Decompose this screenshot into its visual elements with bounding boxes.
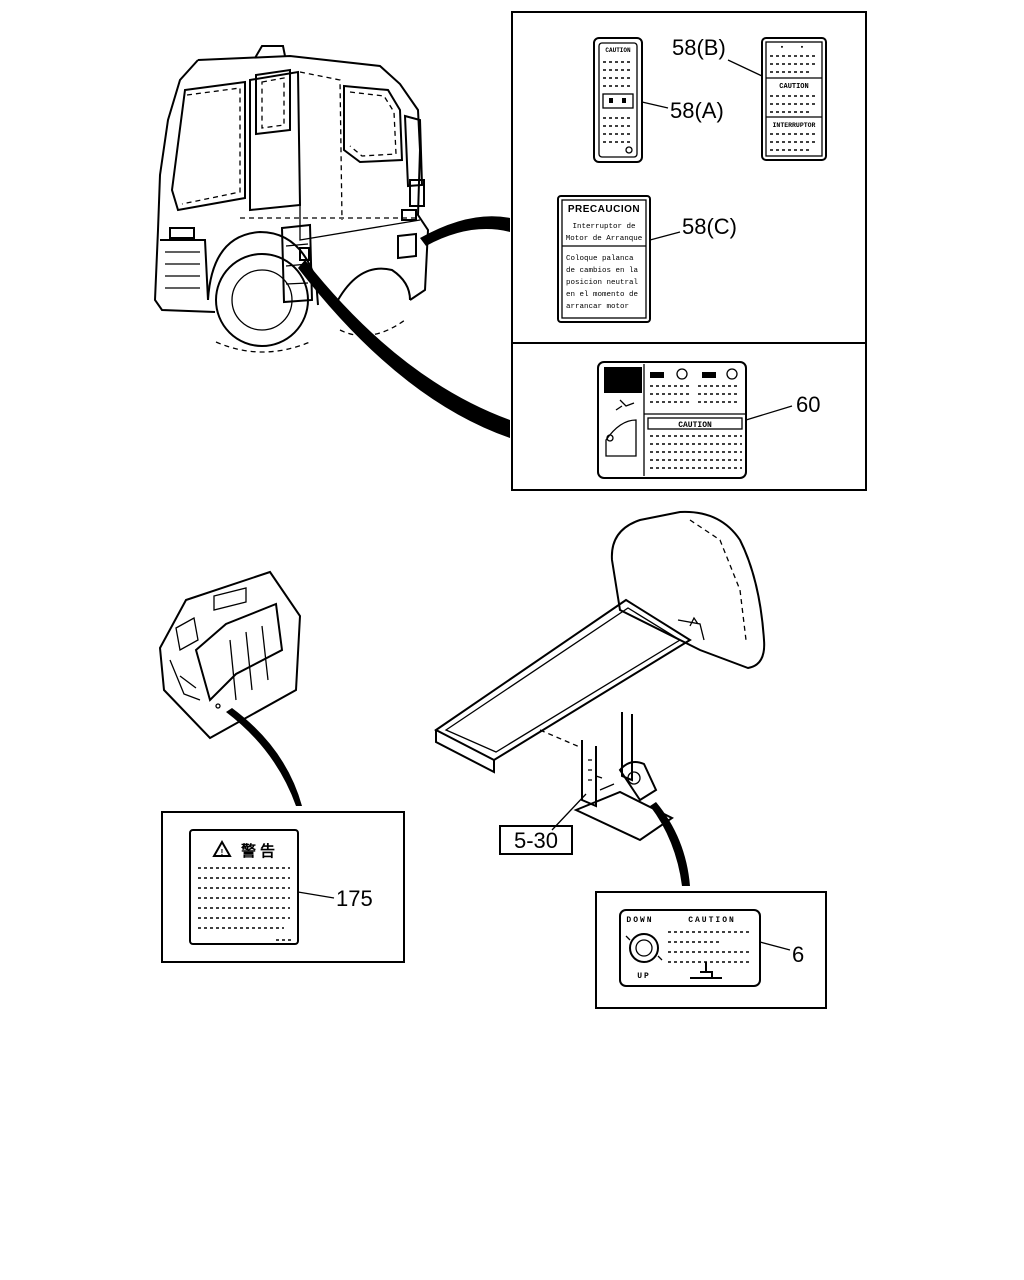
svg-text:!: ! bbox=[221, 848, 224, 857]
ref-box-5-30 bbox=[499, 825, 573, 855]
decal-58c-title: PRECAUCION bbox=[568, 204, 640, 215]
ref-5-30: 5-30 bbox=[514, 828, 558, 853]
decal-6-frame bbox=[595, 891, 827, 1009]
decal-175-frame bbox=[161, 811, 405, 963]
decal-58c-body-4: en el momento de bbox=[566, 291, 638, 299]
svg-text:▪: ▪ bbox=[800, 44, 804, 52]
svg-text:▪: ▪ bbox=[780, 44, 784, 52]
decal-175: ! 警告 bbox=[189, 829, 335, 945]
truck-cab-illustration bbox=[153, 45, 510, 438]
decal-6-caution: CAUTION bbox=[688, 916, 736, 925]
decal-58c-body-1: Coloque palanca bbox=[566, 255, 634, 263]
decal-6-down: DOWN bbox=[626, 916, 653, 925]
callout-175: 175 bbox=[336, 886, 373, 911]
decal-6-up: UP bbox=[637, 972, 651, 981]
decal-60-heading: CAUTION bbox=[678, 421, 712, 430]
decal-58c-subtitle-1: Interruptor de bbox=[572, 223, 635, 231]
decal-58c: PRECAUCION Interruptor de Motor de Arran… bbox=[557, 195, 681, 323]
decal-58c-body-5: arrancar motor bbox=[566, 303, 629, 311]
callout-58a: 58(A) bbox=[670, 98, 724, 123]
callout-60: 60 bbox=[796, 392, 820, 417]
decal-58c-subtitle-2: Motor de Arranque bbox=[566, 235, 643, 243]
cab-panel-illustration bbox=[158, 570, 302, 806]
decal-panel-frame bbox=[511, 11, 867, 491]
decal-58b: ▪ ▪ CAUTION INTERRUPTOR bbox=[727, 37, 827, 161]
tilted-cab-frame-illustration bbox=[434, 510, 766, 886]
decal-58c-body-3: posicion neutral bbox=[566, 279, 639, 287]
decal-58b-caution-heading: CAUTION bbox=[779, 83, 808, 91]
callout-6: 6 bbox=[792, 942, 804, 967]
decal-58b-interruptor-heading: INTERRUPTOR bbox=[773, 122, 816, 129]
callout-58b: 58(B) bbox=[672, 35, 726, 60]
decal-6: DOWN CAUTION UP bbox=[619, 909, 791, 987]
decal-58c-body-2: de cambios en la bbox=[566, 267, 639, 275]
decal-175-heading: 警告 bbox=[240, 842, 279, 860]
decal-60: CAUTION bbox=[597, 361, 793, 479]
callout-58c: 58(C) bbox=[682, 214, 737, 239]
decal-58a: CAUTION bbox=[593, 37, 669, 163]
decal-58a-header: CAUTION bbox=[605, 47, 631, 54]
